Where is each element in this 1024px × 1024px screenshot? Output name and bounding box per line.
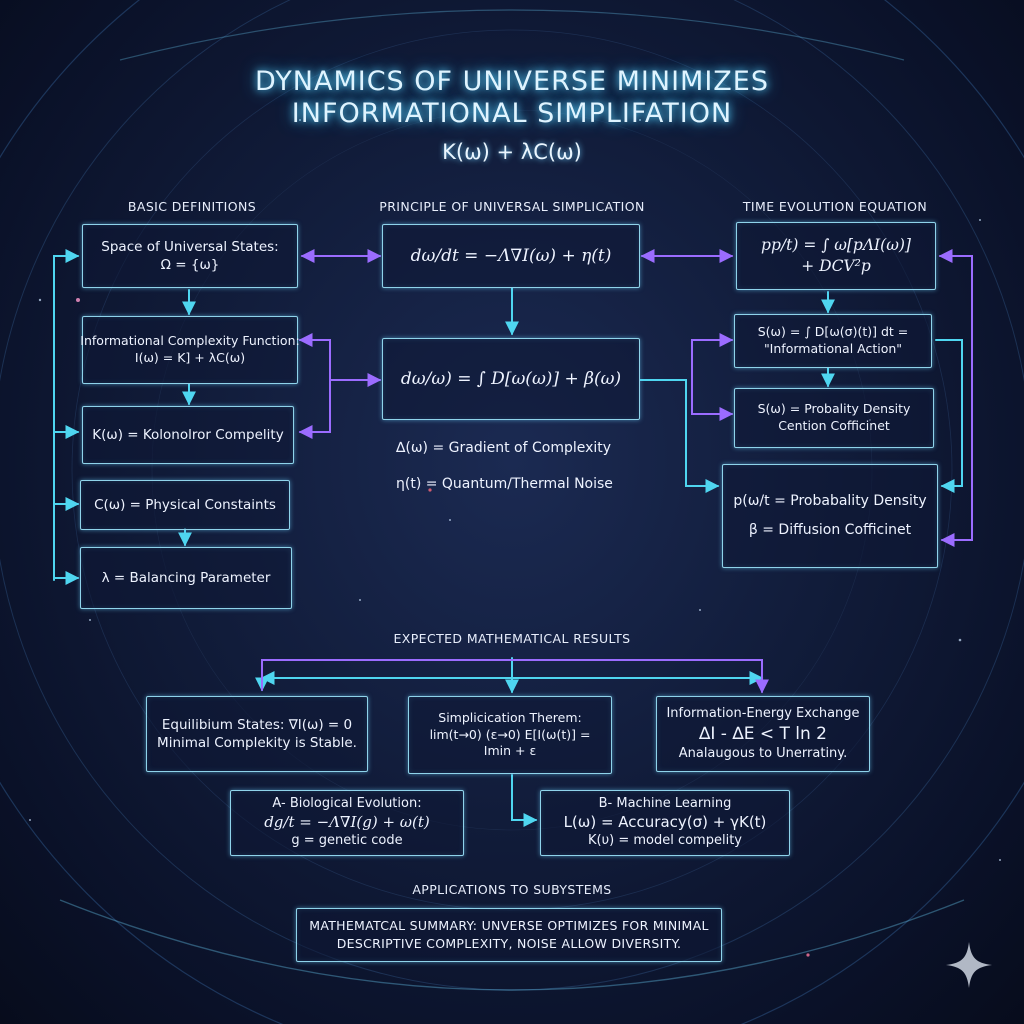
time-eq-line2: + DCV²p bbox=[801, 257, 871, 275]
box-simplication-theorem: Simplicication Therem: lim(t→0) (ε→0) E[… bbox=[408, 696, 612, 774]
box-balancing-parameter: λ = Balancing Parameter bbox=[80, 547, 292, 609]
section-applications: APPLICATIONS TO SUBYSTEMS bbox=[412, 882, 612, 897]
section-expected-results: EXPECTED MATHEMATICAL RESULTS bbox=[393, 631, 631, 646]
summary-line2: DESCRIPTIVE COMPLEXITY, NOISE ALLOW DIVE… bbox=[336, 936, 682, 951]
box-equilibrium: Equilibium States: ∇I(ω) = 0 Minimal Com… bbox=[146, 696, 368, 772]
space-formula: Ω = {ω} bbox=[160, 257, 220, 273]
ml-line2: L(ω) = Accuracy(σ) + γK(t) bbox=[563, 813, 767, 832]
title-formula: K(ω) + λC(ω) bbox=[442, 140, 582, 164]
box-information-energy: Information-Energy Exchange ∆I - ∆E < T … bbox=[656, 696, 870, 772]
biology-line3: g = genetic code bbox=[291, 832, 403, 848]
title-line-2: INFORMATIONAL SIMPLIFATION bbox=[291, 98, 733, 129]
equilibrium-line1: Equilibium States: ∇I(ω) = 0 bbox=[161, 716, 353, 733]
sparkle-icon bbox=[946, 942, 992, 988]
exchange-line3: Analaugous to Unerratiny. bbox=[678, 746, 848, 762]
principle-eq2: dω/ω) = ∫ D[ω(ω)] + β(ω) bbox=[400, 368, 622, 389]
ml-line1: B- Machine Learning bbox=[598, 796, 732, 812]
action-line1: S(ω) = ∫ D[ω(σ)(t)] dt = bbox=[757, 324, 909, 340]
theorem-line1: Simplicication Therem: bbox=[438, 709, 582, 725]
box-physical-constraints: C(ω) = Physical Constaints bbox=[80, 480, 290, 530]
box-informational-action: S(ω) = ∫ D[ω(σ)(t)] dt = "Informational … bbox=[734, 314, 932, 368]
density-coef-line1: S(ω) = Probality Density bbox=[757, 401, 911, 417]
density-text: p(ω/t = Probabality Density bbox=[733, 492, 927, 509]
biology-line1: A- Biological Evolution: bbox=[272, 796, 422, 812]
box-time-evolution-eq: pp/t) = ∫ ω[pΛI(ω)] + DCV²p bbox=[736, 222, 936, 290]
section-basic-definitions: BASIC DEFINITIONS bbox=[127, 199, 257, 214]
exchange-line1: Information-Energy Exchange bbox=[666, 705, 860, 721]
biology-line2: dg/t = −Λ∇I(g) + ω(t) bbox=[264, 813, 430, 832]
gradient-definition: ∆(ω) = Gradient of Complexity bbox=[396, 440, 612, 456]
space-label: Space of Universal States: bbox=[101, 238, 279, 255]
box-space-of-states: Space of Universal States: Ω = {ω} bbox=[82, 224, 298, 288]
noise-definition: η(t) = Quantum/Thermal Noise bbox=[396, 476, 613, 492]
box-principle-equation: dω/dt = −Λ∇I(ω) + η(t) bbox=[382, 224, 640, 288]
theorem-line3: Imin + ε bbox=[483, 743, 537, 759]
action-line2: "Informational Action" bbox=[763, 341, 903, 356]
title-line-1: DYNAMICS OF UNIVERSE MINIMIZES bbox=[254, 66, 770, 97]
kolmogorov-text: K(ω) = Kolonolror Compelity bbox=[92, 426, 284, 443]
complexity-label: Informational Complexity Function: bbox=[80, 333, 300, 349]
complexity-formula: I(ω) = K] + λC(ω) bbox=[134, 350, 246, 365]
box-mathematical-summary: MATHEMATCAL SUMMARY: UNVERSE OPTIMIZES F… bbox=[296, 908, 722, 962]
box-principle-integral: dω/ω) = ∫ D[ω(ω)] + β(ω) bbox=[382, 338, 640, 420]
box-kolmogorov: K(ω) = Kolonolror Compelity bbox=[82, 406, 294, 464]
principle-eq1: dω/dt = −Λ∇I(ω) + η(t) bbox=[410, 245, 612, 266]
box-complexity-function: Informational Complexity Function: I(ω) … bbox=[80, 316, 300, 384]
theorem-line2: lim(t→0) (ε→0) E[I(ω(t)] = bbox=[429, 726, 591, 742]
lambda-text: λ = Balancing Parameter bbox=[101, 569, 271, 586]
equilibrium-line2: Minimal Complekity is Stable. bbox=[157, 735, 357, 751]
box-density-coefficient: S(ω) = Probality Density Cention Coffici… bbox=[734, 388, 934, 448]
ml-line3: K(υ) = model compelity bbox=[588, 832, 742, 848]
exchange-line2: ∆I - ∆E < T ln 2 bbox=[699, 723, 827, 744]
time-eq-line1: pp/t) = ∫ ω[pΛI(ω)] bbox=[761, 236, 911, 255]
box-density-diffusion: p(ω/t = Probabality Density β = Diffusio… bbox=[722, 464, 938, 568]
summary-line1: MATHEMATCAL SUMMARY: UNVERSE OPTIMIZES F… bbox=[309, 917, 709, 933]
box-biological-evolution: A- Biological Evolution: dg/t = −Λ∇I(g) … bbox=[230, 790, 464, 856]
density-coef-line2: Cention Cofficinet bbox=[778, 418, 890, 433]
section-time-evolution: TIME EVOLUTION EQUATION bbox=[742, 199, 928, 214]
box-machine-learning: B- Machine Learning L(ω) = Accuracy(σ) +… bbox=[540, 790, 790, 856]
physical-text: C(ω) = Physical Constaints bbox=[94, 496, 276, 513]
section-principle: PRINCIPLE OF UNIVERSAL SIMPLICATION bbox=[379, 199, 645, 214]
diffusion-text: β = Diffusion Cofficinet bbox=[748, 522, 912, 538]
